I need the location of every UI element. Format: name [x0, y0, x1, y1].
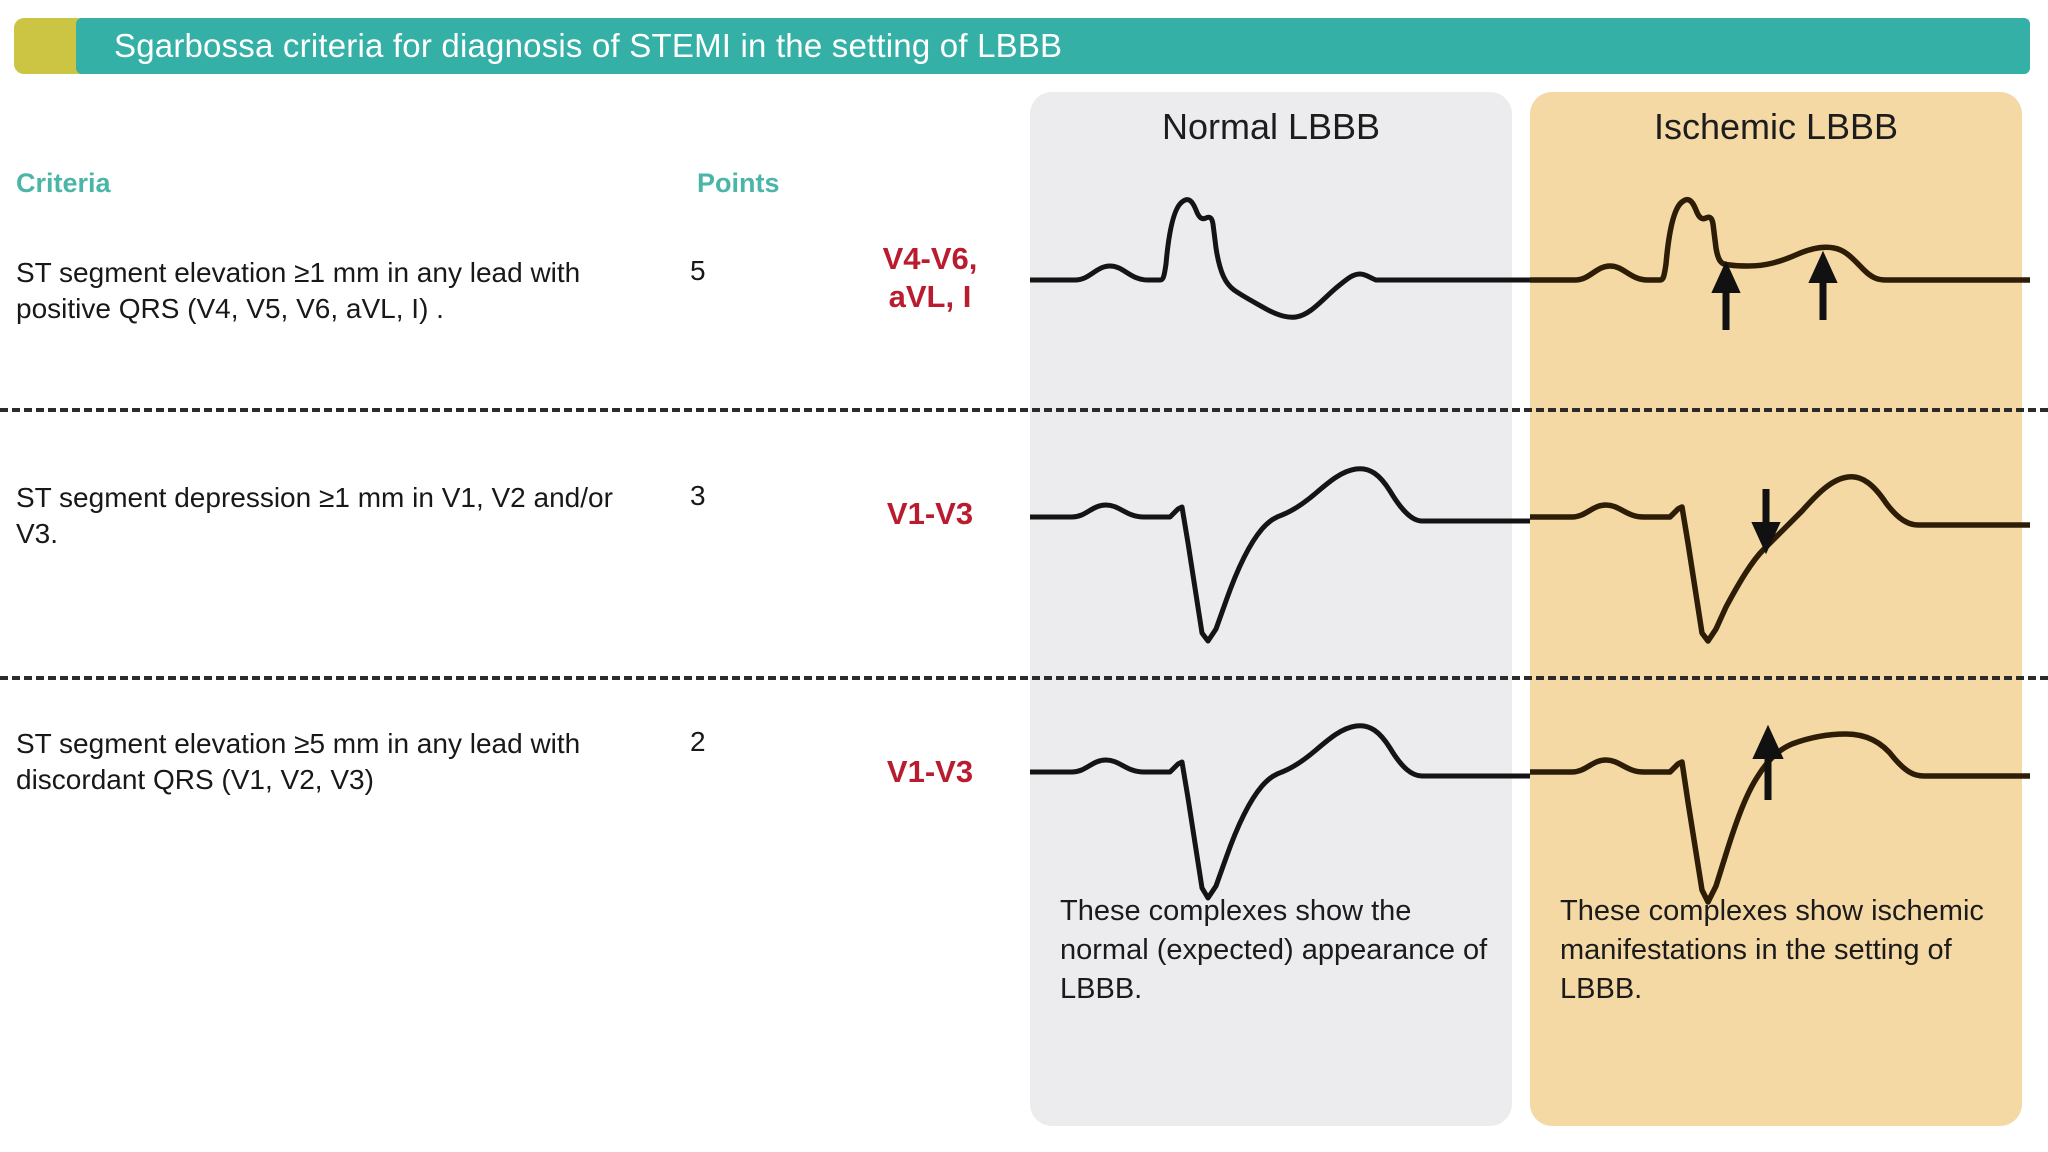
ecg-ischemic-row-2: [1530, 425, 2030, 655]
ecg-normal-row-1: [1030, 170, 1530, 400]
up-arrow-icon: [1752, 724, 1784, 800]
panel-ischemic-caption: These complexes show ischemic manifestat…: [1560, 895, 1984, 1005]
up-arrow-icon: [1808, 250, 1838, 320]
criteria-row-3-leads: V1-V3: [886, 754, 974, 789]
down-arrow-icon: [1751, 489, 1781, 555]
title-bar: Sgarbossa criteria for diagnosis of STEM…: [14, 18, 2030, 74]
panel-ischemic-title: Ischemic LBBB: [1653, 106, 1899, 147]
title-banner: [76, 18, 2030, 74]
criteria-row-3-points: 2: [690, 726, 706, 757]
ecg-normal-row-2: [1030, 425, 1530, 655]
criteria-row-2-text: ST segment depression ≥1 mm in V1, V2 an…: [16, 482, 613, 549]
row-divider-2: [0, 676, 2048, 680]
column-header-points: Points: [697, 168, 780, 198]
row-divider-1: [0, 408, 2048, 412]
criteria-row-1-points: 5: [690, 255, 706, 286]
criteria-row-1-text: ST segment elevation ≥1 mm in any lead w…: [16, 257, 581, 324]
column-header-criteria: Criteria: [16, 168, 111, 198]
ecg-normal-row-3: [1030, 672, 1530, 902]
page-title: Sgarbossa criteria for diagnosis of STEM…: [114, 27, 1063, 64]
up-arrow-icon: [1711, 260, 1741, 330]
criteria-row-2-points: 3: [690, 480, 706, 511]
ecg-ischemic-row-1: [1530, 170, 2030, 400]
panel-normal-title: Normal LBBB: [1161, 106, 1381, 147]
ecg-ischemic-row-3: [1530, 672, 2030, 905]
criteria-row-3-text: ST segment elevation ≥5 mm in any lead w…: [16, 728, 581, 795]
criteria-row-2-leads: V1-V3: [886, 496, 974, 531]
criteria-row-1-leads: V4-V6,aVL, I: [882, 241, 978, 314]
panel-normal-caption: These complexes show the normal (expecte…: [1060, 895, 1488, 1005]
